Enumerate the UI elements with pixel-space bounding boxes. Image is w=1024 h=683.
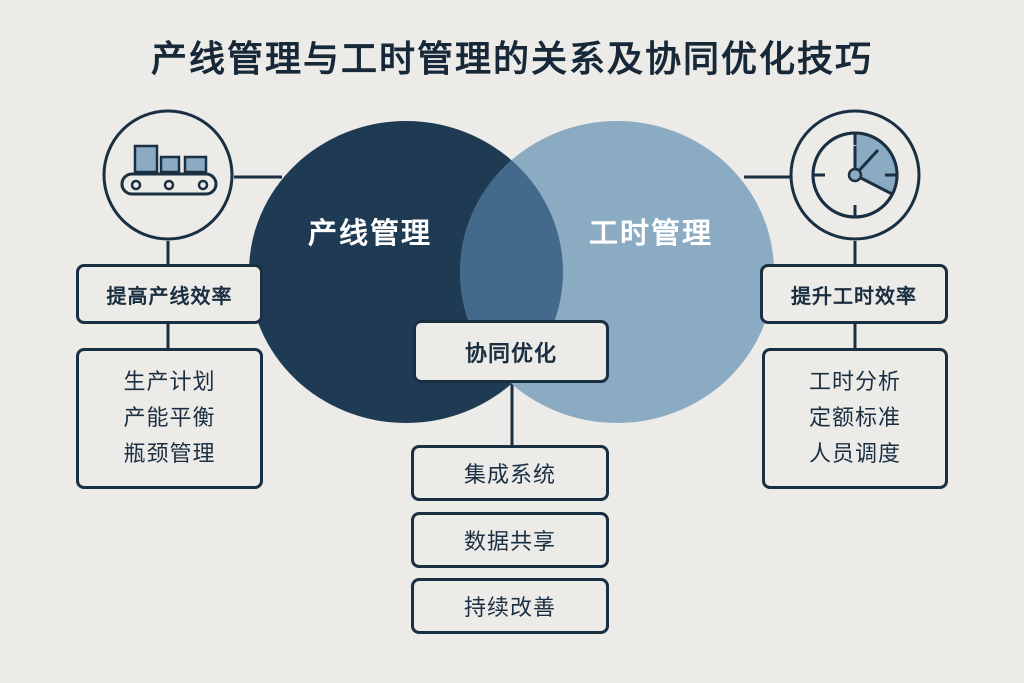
left-list-item: 产能平衡 — [123, 405, 216, 431]
clock-icon — [789, 109, 921, 241]
left-list-item: 生产计划 — [123, 369, 216, 395]
center-item-text: 持续改善 — [463, 596, 556, 621]
center-item-box: 持续改善 — [411, 578, 609, 634]
center-heading-box: 协同优化 — [413, 320, 609, 383]
diagram-title: 产线管理与工时管理的关系及协同优化技巧 — [150, 39, 873, 80]
center-item-text: 集成系统 — [463, 463, 556, 488]
conveyor-belt-icon — [102, 109, 234, 241]
right-heading-box: 提升工时效率 — [760, 264, 948, 324]
circle-label-line-management: 产线管理 — [307, 216, 432, 250]
left-list-box: 生产计划 产能平衡 瓶颈管理 — [76, 348, 263, 489]
center-item-box: 集成系统 — [411, 445, 609, 501]
right-list-item: 人员调度 — [808, 441, 901, 467]
left-heading-text: 提高产线效率 — [106, 283, 233, 308]
right-list-box: 工时分析 定额标准 人员调度 — [762, 348, 948, 489]
right-heading-text: 提升工时效率 — [791, 283, 917, 308]
left-heading-box: 提高产线效率 — [76, 264, 263, 324]
right-list-item: 定额标准 — [808, 405, 901, 431]
right-list-item: 工时分析 — [808, 369, 901, 395]
left-list-item: 瓶颈管理 — [123, 441, 216, 467]
connector-lines — [166, 175, 857, 447]
circle-label-labor-hours: 工时管理 — [588, 216, 713, 250]
center-item-box: 数据共享 — [411, 512, 609, 568]
center-item-text: 数据共享 — [463, 530, 556, 555]
center-heading-text: 协同优化 — [464, 341, 557, 367]
